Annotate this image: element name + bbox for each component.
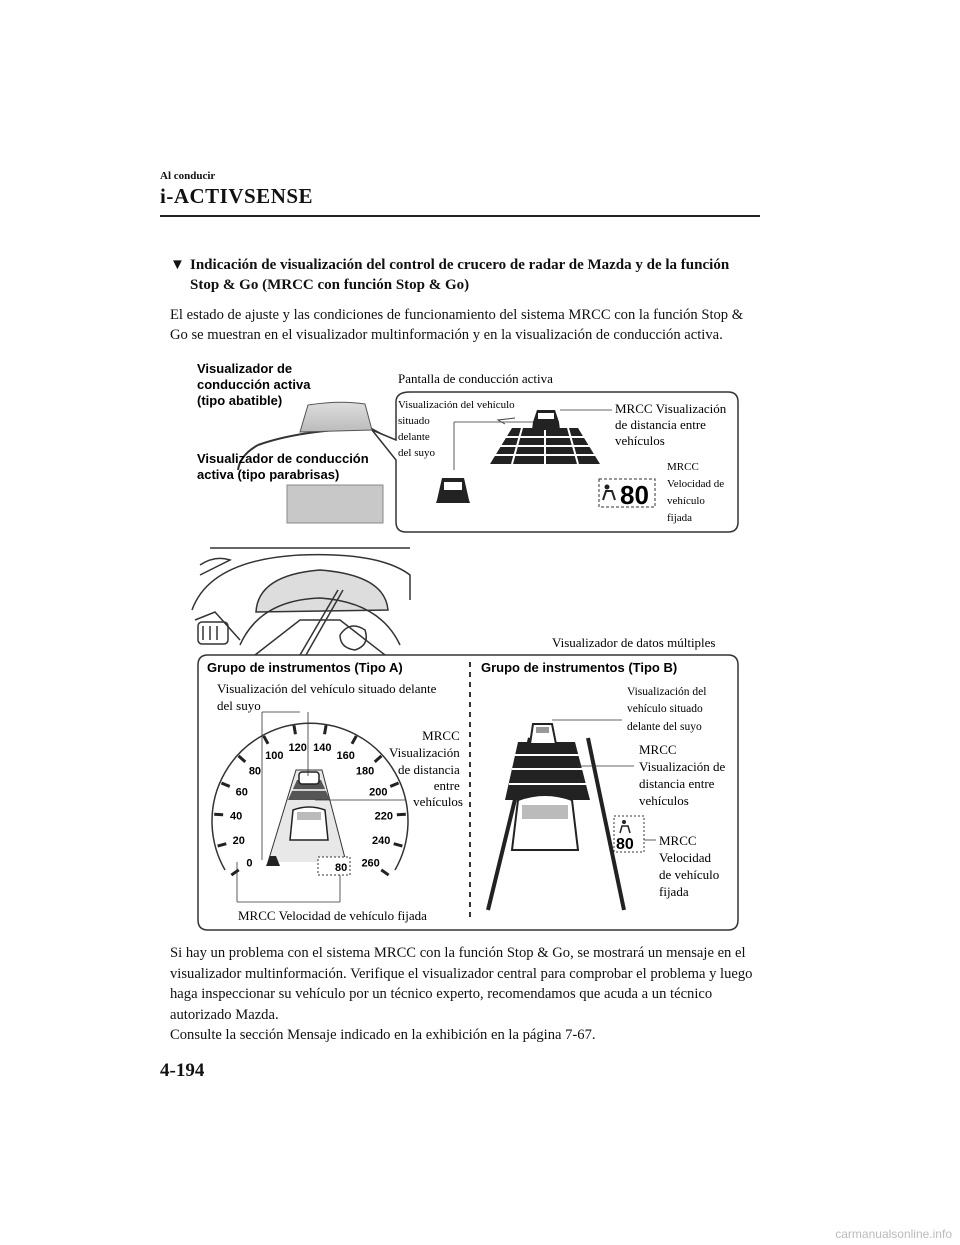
speedometer-tick bbox=[397, 814, 406, 815]
hud-lead-car-icon bbox=[532, 410, 560, 430]
outro-paragraph: Si hay un problema con el sistema MRCC c… bbox=[170, 943, 760, 1025]
hud-windshield-label: Visualizador de conducción activa (tipo … bbox=[197, 451, 372, 482]
outro-reference: Consulte la sección Mensaje indicado en … bbox=[170, 1025, 760, 1046]
cluster-b-set-speed-icon: 80 bbox=[614, 816, 644, 853]
cluster-a-title: Grupo de instrumentos (Tipo A) bbox=[207, 660, 403, 675]
cluster-b-lead-car-icon bbox=[530, 724, 556, 744]
hud-flip-label: Visualizador de conducción activa (tipo … bbox=[197, 361, 314, 408]
svg-text:80: 80 bbox=[616, 836, 634, 853]
speedometer-tick bbox=[214, 814, 223, 815]
speedometer-tick-label: 100 bbox=[265, 750, 283, 762]
speedometer-tick-label: 60 bbox=[236, 786, 248, 798]
cluster-a-speed-label: MRCC Velocidad de vehículo fijada bbox=[238, 908, 427, 923]
watermark: carmanualsonline.info bbox=[835, 1227, 952, 1241]
dashboard-cluster-line-art bbox=[192, 548, 410, 655]
speedometer-tick-label: 140 bbox=[313, 742, 331, 754]
cluster-b-own-car-icon bbox=[512, 795, 578, 850]
outro-text: Si hay un problema con el sistema MRCC c… bbox=[170, 943, 760, 1046]
cluster-a-set-speed-icon: 80 bbox=[318, 857, 350, 875]
speedometer-tick-label: 200 bbox=[369, 786, 387, 798]
cluster-b-distance-bars bbox=[505, 742, 590, 800]
speedometer-tick bbox=[294, 725, 296, 734]
speedometer-tick bbox=[325, 725, 327, 734]
speedometer-tick-label: 220 bbox=[375, 811, 393, 823]
cluster-b-title: Grupo de instrumentos (Tipo B) bbox=[481, 660, 677, 675]
cluster-b-vehicle-label: Visualización del vehículo situado delan… bbox=[627, 686, 709, 733]
speedometer-tick-label: 120 bbox=[288, 742, 306, 754]
cluster-a-own-car-icon bbox=[290, 807, 328, 840]
hud-screen-title: Pantalla de conducción activa bbox=[398, 371, 553, 386]
hud-set-speed-icon: 80 bbox=[599, 479, 655, 510]
cluster-a-lead-car-icon bbox=[299, 772, 319, 784]
svg-text:80: 80 bbox=[335, 862, 347, 874]
speedometer-tick-label: 260 bbox=[361, 857, 379, 869]
multi-info-label: Visualizador de datos múltiples bbox=[552, 635, 716, 650]
hud-set-speed-value: 80 bbox=[620, 480, 649, 510]
speedometer-tick-label: 40 bbox=[230, 811, 242, 823]
speedometer-tick-label: 180 bbox=[356, 766, 374, 778]
speedometer-tick-label: 0 bbox=[246, 857, 252, 869]
page-number: 4-194 bbox=[160, 1060, 204, 1082]
windshield-hud-area bbox=[287, 485, 383, 523]
speedometer-tick-label: 160 bbox=[337, 750, 355, 762]
speedometer-tick-label: 20 bbox=[233, 835, 245, 847]
speedometer-tick-label: 240 bbox=[372, 835, 390, 847]
speedometer-tick-label: 80 bbox=[249, 766, 261, 778]
